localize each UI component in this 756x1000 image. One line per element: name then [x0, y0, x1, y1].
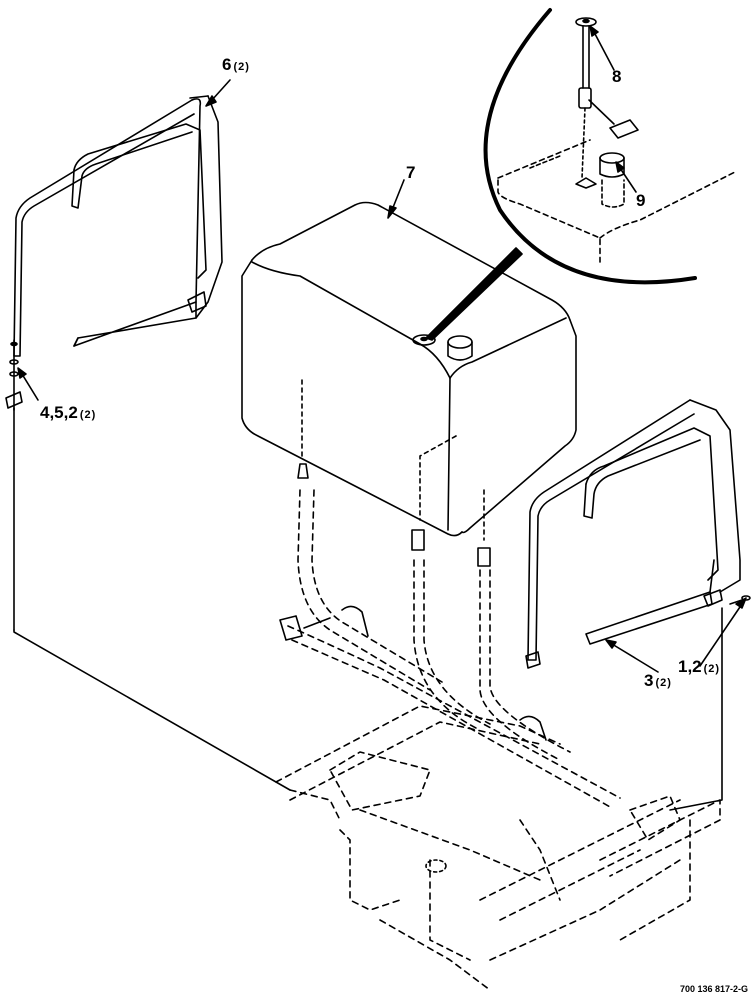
frame-hole [425, 859, 447, 873]
callout-quantity: (2) [655, 677, 672, 689]
callout-quantity: (2) [233, 61, 250, 73]
drawing-reference-code: 700 136 817-2-G [679, 984, 748, 994]
detail-leader [425, 247, 523, 341]
callout-9: 9 [636, 192, 647, 209]
callout-number: 6 [222, 55, 232, 74]
fuel-tank [241, 201, 577, 537]
fuel-sender [575, 17, 639, 189]
detail-inset [483, 8, 736, 285]
frame-structure [275, 705, 721, 991]
callout-1-2: 1,2(2) [678, 658, 720, 675]
callout-7: 7 [406, 164, 417, 181]
callout-arrows [17, 25, 747, 673]
right-bolt-leader [669, 607, 723, 811]
callout-quantity: (2) [79, 409, 97, 421]
callout-3: 3(2) [644, 672, 672, 689]
callout-number: 7 [406, 163, 416, 182]
filler-cap [599, 152, 625, 208]
callout-number: 4,5,2 [40, 403, 78, 422]
callout-number: 9 [636, 191, 646, 210]
callout-4-5-2: 4,5,2(2) [40, 404, 96, 421]
callout-number: 3 [644, 671, 654, 690]
callout-8: 8 [612, 68, 623, 85]
fuel-lines [279, 379, 621, 809]
right-tank-strap [525, 399, 751, 669]
left-tank-strap [13, 95, 223, 357]
callout-quantity: (2) [703, 663, 721, 675]
callout-6: 6(2) [222, 56, 250, 73]
callout-number: 1,2 [678, 657, 702, 676]
callout-number: 8 [612, 67, 622, 86]
left-bolt-assembly [5, 339, 291, 791]
